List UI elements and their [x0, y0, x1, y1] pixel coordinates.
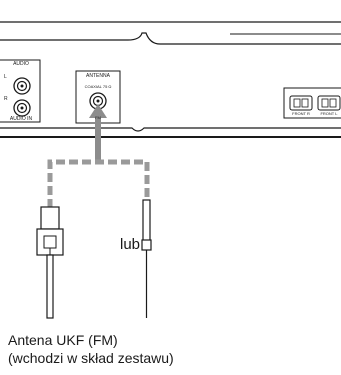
- caption-line-1: Antena UKF (FM): [8, 332, 118, 348]
- antenna-caption: Antena UKF (FM) (wchodzi w skład zestawu…: [8, 331, 174, 367]
- arrow-head-icon: [89, 104, 107, 118]
- antenna-coaxial-label: COAXIAL 75 Ω: [84, 84, 112, 89]
- audio-in-label: AUDIO IN: [9, 116, 33, 122]
- unit-panel-outline: [0, 32, 341, 45]
- arrow-shaft: [95, 113, 101, 161]
- front-l-label: FRONT L: [320, 111, 338, 116]
- antenna-title-label: ANTENNA: [86, 73, 110, 79]
- antenna-fm-label: FM: [95, 115, 101, 120]
- caption-line-2: (wchodzi w skład zestawu): [8, 350, 174, 366]
- or-label: lub: [120, 236, 141, 253]
- coax-cable: [46, 254, 54, 319]
- front-r-label: FRONT R: [292, 111, 310, 116]
- dashed-cable: [47, 159, 150, 208]
- audio-left-label: L: [4, 74, 7, 80]
- audio-title-label: AUDIO: [13, 61, 29, 67]
- unit-bottom-edge: [0, 127, 341, 132]
- coax-plug-top: [40, 206, 60, 230]
- wire-plug: [142, 199, 151, 247]
- front-l-terminal: [317, 95, 341, 111]
- front-r-terminal: [289, 95, 313, 111]
- audio-right-label: R: [4, 96, 8, 102]
